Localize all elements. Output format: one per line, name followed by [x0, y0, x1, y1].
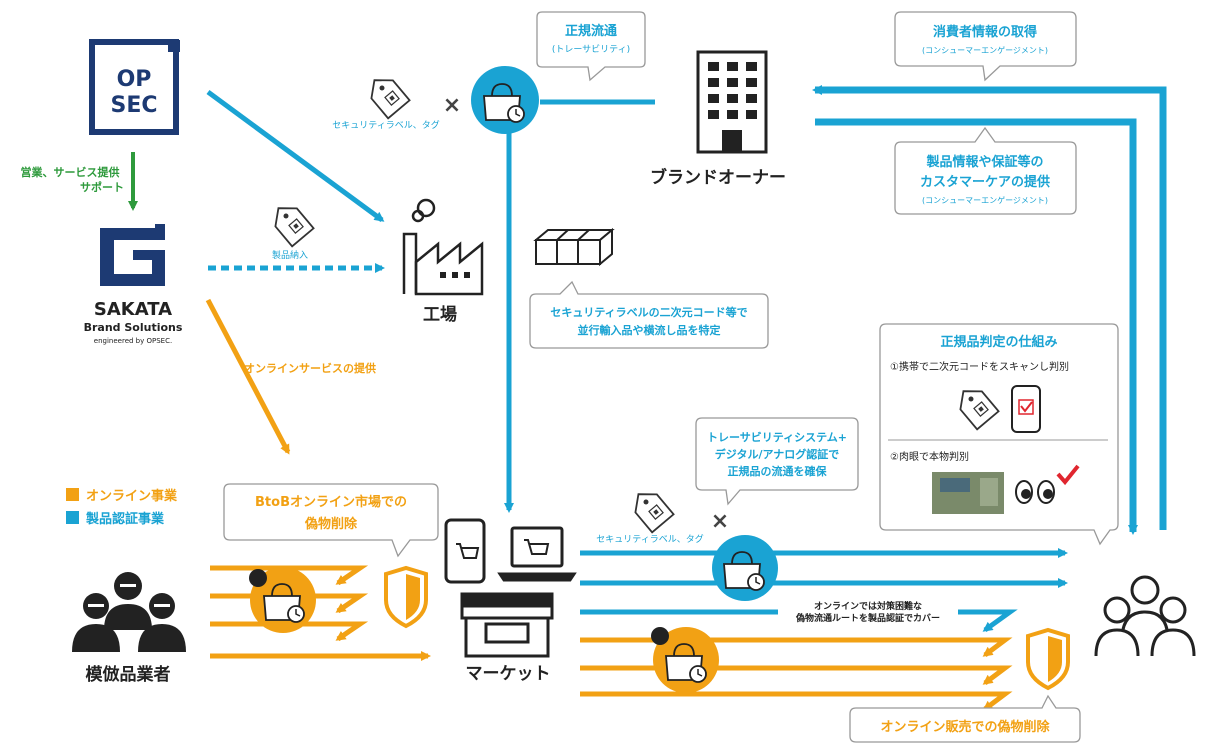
online-route-label: オンラインでは対策困難な	[814, 600, 922, 612]
svg-text:正規流通: 正規流通	[565, 23, 617, 39]
svg-text:消費者情報の取得: 消費者情報の取得	[933, 24, 1037, 40]
svg-text:Brand Solutions: Brand Solutions	[84, 321, 183, 334]
check-icon	[1056, 464, 1080, 486]
svg-text:セキュリティラベルの二次元コード等で: セキュリティラベルの二次元コード等で	[550, 305, 747, 319]
svg-text:オンライン事業: オンライン事業	[86, 488, 178, 504]
brand-owner-label: ブランドオーナー	[650, 167, 786, 188]
shield-icon	[384, 565, 428, 629]
bag-icon	[712, 535, 778, 601]
svg-text:正規品判定の仕組み: 正規品判定の仕組み	[940, 334, 1057, 350]
svg-text:SEC: SEC	[110, 93, 157, 118]
btob-callout: BtoBオンライン市場での 偽物削除	[223, 483, 439, 558]
online-route-box	[778, 600, 958, 624]
code-callout: セキュリティラベルの二次元コード等で 並行輸入品や横流し品を特定	[529, 280, 769, 349]
svg-text:OP: OP	[117, 67, 152, 92]
online-sales-callout: オンライン販売での偽物削除	[849, 694, 1081, 743]
sales-support-label-2: サポート	[80, 180, 124, 194]
judge-panel: 正規品判定の仕組み ①携帯で二次元コードをスキャンし判別 ②肉眼で本物判別	[879, 323, 1119, 546]
laptop-icon	[497, 526, 577, 582]
eyes-icon	[1015, 480, 1055, 504]
svg-text:(コンシューマーエンゲージメント): (コンシューマーエンゲージメント)	[922, 195, 1048, 205]
opsec-logo: OP SEC	[89, 39, 180, 135]
svg-text:オンライン販売での偽物削除: オンライン販売での偽物削除	[880, 719, 1050, 735]
factory-icon	[402, 198, 484, 296]
orange-arrows	[205, 298, 1013, 711]
counterfeit-bag-icon	[249, 567, 316, 633]
people-icon	[1094, 575, 1196, 657]
sales-support-label: 営業、サービス提供	[21, 165, 120, 179]
svg-text:正規品の流通を確保: 正規品の流通を確保	[728, 464, 828, 478]
svg-text:(コンシューマーエンゲージメント): (コンシューマーエンゲージメント)	[922, 45, 1048, 55]
svg-text:トレーサビリティシステム+: トレーサビリティシステム+	[707, 430, 847, 444]
svg-text:①携帯で二次元コードをスキャンし判別: ①携帯で二次元コードをスキャンし判別	[890, 360, 1069, 373]
product-delivery-label: 製品納入	[272, 249, 308, 261]
trace-callout: トレーサビリティシステム+ デジタル/アナログ認証で 正規品の流通を確保	[695, 417, 859, 506]
svg-text:(トレーサビリティ): (トレーサビリティ)	[552, 44, 630, 55]
bag-icon	[471, 66, 539, 134]
counterfeit-bag-icon	[651, 627, 719, 693]
market-label: マーケット	[466, 664, 551, 684]
tag-icon	[362, 70, 411, 120]
svg-text:偽物削除: 偽物削除	[304, 516, 358, 532]
security-label-top: セキュリティラベル、タグ	[332, 119, 439, 131]
store-icon	[460, 592, 554, 658]
svg-text:製品情報や保証等の: 製品情報や保証等の	[925, 154, 1043, 170]
svg-text:engineered by OPSEC.: engineered by OPSEC.	[94, 337, 172, 345]
svg-text:BtoBオンライン市場での: BtoBオンライン市場での	[255, 494, 407, 510]
svg-text:SAKATA: SAKATA	[94, 299, 172, 320]
smartphone-icon	[1011, 385, 1041, 433]
legit-callout: 正規流通 (トレーサビリティ)	[536, 11, 646, 82]
counterfeiter-icon	[72, 572, 186, 652]
sakata-logo: SAKATA Brand Solutions engineered by OPS…	[84, 224, 183, 345]
factory-label: 工場	[423, 305, 457, 325]
online-route-label-2: 偽物流通ルートを製品認証でカバー	[795, 612, 940, 624]
blue-arrows	[206, 85, 1167, 633]
svg-text:カスタマーケアの提供: カスタマーケアの提供	[920, 174, 1050, 190]
smartphone-icon	[444, 518, 486, 584]
online-service-label: オンラインサービスの提供	[244, 361, 376, 375]
svg-text:②肉眼で本物判別: ②肉眼で本物判別	[890, 450, 969, 463]
times-icon: ×	[711, 509, 729, 534]
customer-care-callout: 製品情報や保証等の カスタマーケアの提供 (コンシューマーエンゲージメント)	[894, 126, 1077, 215]
svg-text:並行輸入品や横流し品を特定: 並行輸入品や横流し品を特定	[578, 323, 721, 337]
legend: オンライン事業 製品認証事業	[66, 488, 178, 527]
building-icon	[696, 50, 768, 154]
shield-icon	[1026, 627, 1070, 691]
boxes-icon	[533, 227, 615, 267]
consumer-callout: 消費者情報の取得 (コンシューマーエンゲージメント)	[894, 11, 1077, 82]
security-label-mid: セキュリティラベル、タグ	[596, 533, 703, 545]
tag-icon	[626, 484, 675, 534]
tag-icon	[266, 198, 315, 248]
counterfeiter-label: 模倣品業者	[86, 664, 171, 685]
svg-text:製品認証事業: 製品認証事業	[85, 511, 165, 527]
svg-text:デジタル/アナログ認証で: デジタル/アナログ認証で	[715, 447, 840, 461]
times-icon: ×	[443, 93, 461, 118]
